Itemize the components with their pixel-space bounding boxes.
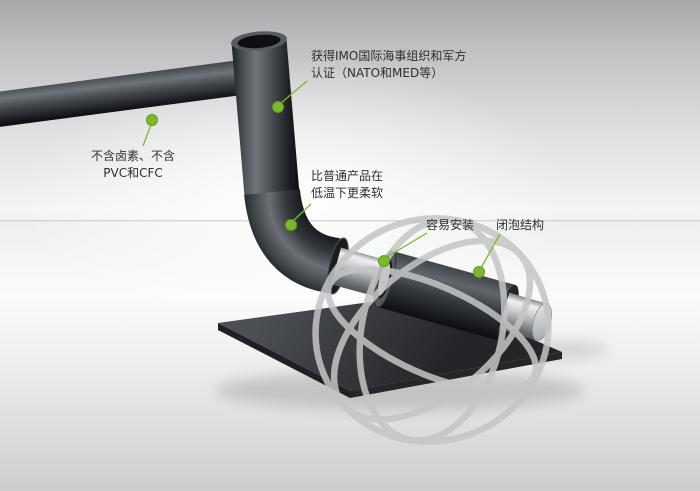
kflex-globe-watermark bbox=[312, 215, 552, 445]
callout-lines bbox=[142, 80, 501, 269]
annotation-low-temp-flexible: 比普通产品在 低温下更柔软 bbox=[311, 168, 383, 202]
annotation-certification-line2: 认证（NATO和MED等） bbox=[311, 66, 444, 80]
callout-dot-closed-cell bbox=[473, 266, 485, 278]
callout-line-certification bbox=[280, 80, 308, 104]
annotation-low-temp-line1: 比普通产品在 bbox=[311, 169, 384, 183]
pipe-top-opening-hole bbox=[237, 34, 281, 49]
callout-dots bbox=[146, 101, 485, 278]
callout-dot-halogen-free bbox=[146, 114, 158, 126]
annotation-low-temp-line2: 低温下更柔软 bbox=[311, 186, 384, 200]
annotation-certification: 获得IMO国际海事组织和军方 认证（NATO和MED等） bbox=[311, 48, 466, 82]
callout-line-low-temp bbox=[291, 203, 312, 223]
annotation-halogen-free-line2: PVC和CFC bbox=[103, 166, 163, 180]
callout-dot-low-temp bbox=[285, 219, 297, 231]
callout-dot-easy-install bbox=[378, 255, 390, 267]
annotation-certification-line1: 获得IMO国际海事组织和军方 bbox=[311, 49, 467, 63]
callout-line-easy-install bbox=[386, 232, 428, 258]
wall-floor-seam bbox=[0, 220, 700, 222]
annotation-closed-cell: 闭泡结构 bbox=[496, 218, 545, 232]
callout-line-closed-cell bbox=[480, 233, 501, 269]
callout-dot-certification bbox=[272, 101, 284, 113]
annotation-halogen-free: 不含卤素、不含 PVC和CFC bbox=[60, 148, 206, 182]
annotation-halogen-free-line1: 不含卤素、不含 bbox=[90, 149, 175, 163]
callout-line-halogen-free bbox=[142, 124, 152, 147]
insulation-tube-horizontal bbox=[0, 58, 255, 127]
annotation-easy-install: 容易安装 bbox=[426, 218, 475, 232]
